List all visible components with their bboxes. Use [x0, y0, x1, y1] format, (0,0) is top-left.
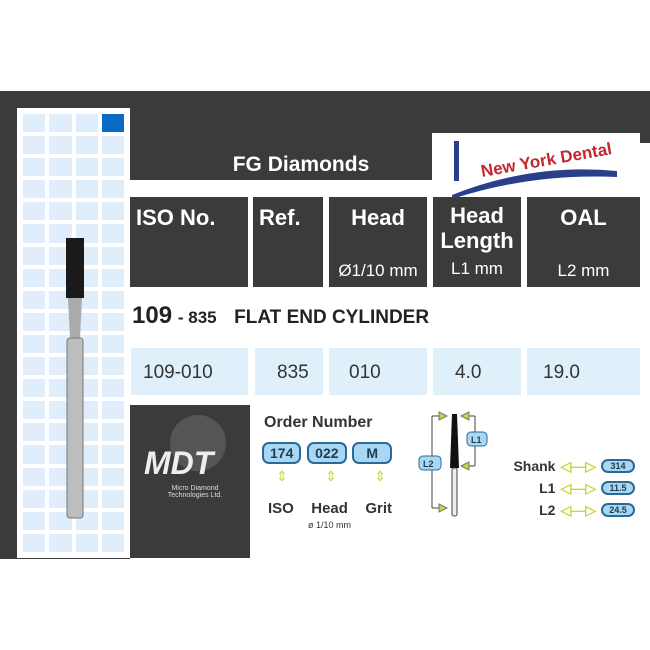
page-title: FG Diamonds — [232, 153, 370, 176]
svg-text:L2: L2 — [423, 459, 434, 469]
order-codes: 174 022 M — [262, 442, 392, 464]
order-grit-code: M — [352, 442, 392, 464]
legend-l2: L2◁—▷24.5 — [505, 499, 635, 521]
new-york-dental-logo: New York Dental — [432, 133, 640, 201]
cell-head: 010 — [329, 348, 427, 395]
order-title: Order Number — [264, 414, 373, 431]
statue-of-liberty-icon: New York Dental — [452, 139, 617, 199]
title-box — [130, 91, 432, 180]
legend-shank: Shank◁—▷314 — [505, 455, 635, 477]
bur-diagram: L1 L2 — [418, 411, 488, 517]
head-note: ø 1/10 mm — [308, 520, 352, 530]
mdt-logo: MDT Micro Diamond Technologies Ltd. — [130, 405, 250, 558]
product-title: 109 - 835 FLAT END CYLINDER — [132, 302, 430, 329]
order-iso-code: 174 — [262, 442, 302, 464]
cell-ref: 835 — [255, 348, 323, 395]
bur-image — [66, 238, 84, 519]
cell-iso: 109-010 — [131, 348, 248, 395]
header-ref: Ref. — [253, 197, 323, 287]
svg-text:L1: L1 — [471, 435, 482, 445]
header-iso: ISO No. — [130, 197, 248, 287]
updown-arrow-icons: ⇕⇕⇕ — [276, 468, 386, 484]
order-head-code: 022 — [307, 442, 347, 464]
legend: Shank◁—▷314 L1◁—▷11.5 L2◁—▷24.5 — [505, 455, 635, 521]
cell-oal: 19.0 — [527, 348, 640, 395]
cell-head-length: 4.0 — [433, 348, 521, 395]
legend-l1: L1◁—▷11.5 — [505, 477, 635, 499]
